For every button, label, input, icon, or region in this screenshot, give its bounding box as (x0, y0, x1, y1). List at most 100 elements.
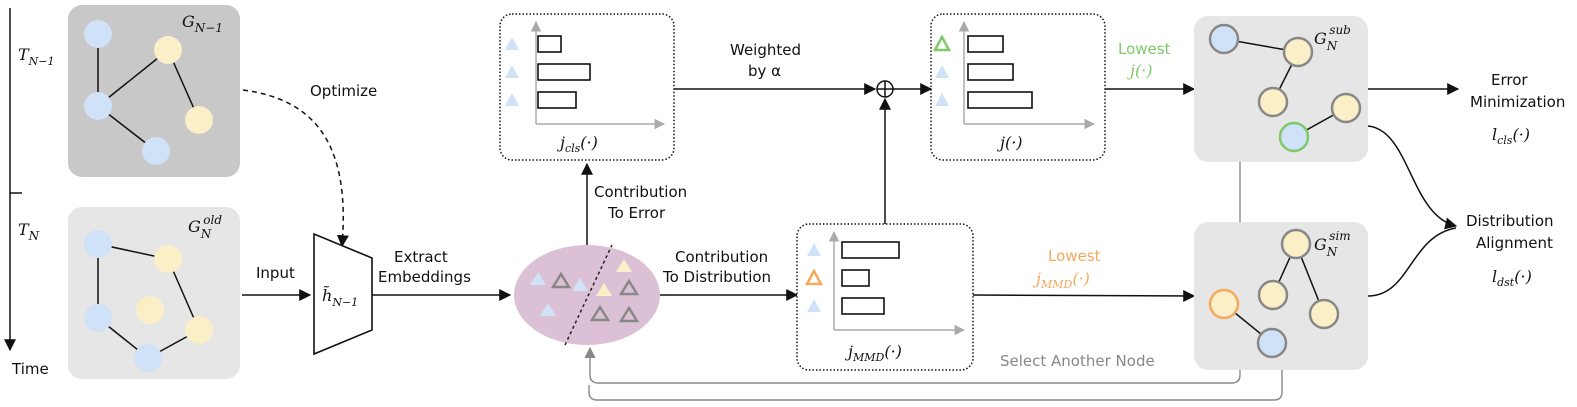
graph-node (142, 137, 170, 165)
triangle-icon (935, 93, 949, 106)
select-another-loop: Select Another Node (584, 162, 1283, 401)
time-prev-label: TN−1 (18, 45, 55, 68)
graph-node (154, 36, 182, 64)
bar (841, 297, 885, 315)
graph-node (136, 296, 164, 324)
triangle-icon (572, 278, 588, 291)
lowest-j-arrow: Lowest j(·) (1105, 40, 1196, 95)
time-axis: TN−1 TN Time (3, 8, 55, 378)
bar (967, 91, 1033, 109)
distribution-alignment: Distribution Alignment ldst(·) (1367, 125, 1554, 297)
triangle-icon (807, 299, 821, 312)
graph-node (1257, 279, 1289, 311)
triangle-icon (596, 283, 612, 296)
error-min-label-1: Error (1491, 71, 1528, 89)
graph-sub-label: GNsub (1314, 23, 1351, 53)
graph-node (1282, 36, 1314, 68)
graph-node (1257, 86, 1289, 118)
triangle-icon (550, 271, 572, 289)
graph-sim-label: GNsim (1314, 229, 1351, 259)
panel-j-cls: jcls(·) (499, 13, 675, 161)
optimize-label: Optimize (310, 82, 377, 100)
graph-node (84, 304, 112, 332)
graph-sub: GNsub (1194, 16, 1368, 162)
time-cur-label: TN (18, 220, 40, 243)
graph-node (134, 344, 162, 372)
graph-old-label: GNold (188, 213, 222, 241)
bar (841, 241, 900, 259)
triangle-icon (505, 37, 519, 50)
panel-j: j(·) (930, 13, 1106, 161)
panel-j-cls-label: jcls(·) (557, 133, 598, 155)
triangle-icon (807, 243, 821, 256)
contribution-dist-label-1: Contribution (675, 248, 768, 266)
bar (537, 63, 591, 81)
graph-node (1256, 327, 1288, 359)
panel-j-mmd-label: jMMD(·) (845, 342, 902, 364)
graph-node (1308, 298, 1340, 330)
contribution-error-arrow: Contribution To Error (581, 162, 687, 245)
lowest-mmd-fn: jMMD(·) (1033, 269, 1090, 291)
bar (841, 269, 870, 287)
triangle-icon (618, 305, 640, 323)
lowest-mmd-label: Lowest (1048, 247, 1101, 265)
contribution-error-label-1: Contribution (594, 183, 687, 201)
contribution-error-label-2: To Error (607, 204, 666, 222)
triangle-icon (505, 93, 519, 106)
graph-node (84, 230, 112, 258)
extract-label-2: Embeddings (378, 268, 471, 286)
graph-sim: GNsim (1194, 222, 1368, 370)
error-minimization: Error Minimization lcls(·) (1368, 71, 1565, 147)
triangle-icon (505, 65, 519, 78)
graph-prev: GN−1 (68, 5, 240, 177)
graph-node (1330, 92, 1362, 124)
contribution-dist-arrow: Contribution To Distribution (660, 248, 799, 301)
model-block: h̃N−1 (313, 232, 373, 356)
graph-old: GNold (68, 207, 240, 379)
triangle-icon (540, 303, 556, 316)
panel-j-mmd: jMMD(·) (796, 223, 974, 371)
triangle-icon (616, 259, 632, 272)
error-min-label-2: Minimization (1470, 93, 1565, 111)
graph-node (154, 245, 182, 273)
input-arrow: Input (242, 264, 312, 301)
triangle-icon (932, 34, 952, 52)
model-label: h̃N−1 (322, 286, 358, 309)
lowest-mmd-arrow: Lowest jMMD(·) (972, 247, 1196, 302)
time-label: Time (11, 360, 49, 378)
bar (967, 63, 1014, 81)
oplus-node (876, 80, 933, 224)
panel-j-label: j(·) (997, 133, 1023, 152)
embedding-ellipse (514, 244, 660, 346)
weighted-label-2: by α (748, 62, 781, 80)
graph-node (185, 106, 213, 134)
triangle-icon (618, 278, 640, 296)
triangle-icon (530, 272, 546, 285)
dist-align-label-2: Alignment (1476, 234, 1553, 252)
triangle-icon (935, 65, 949, 78)
dist-align-label-1: Distribution (1466, 212, 1554, 230)
bar (537, 91, 577, 109)
lowest-j-label: Lowest (1118, 40, 1171, 58)
extract-label-1: Extract (394, 248, 448, 266)
optimize-arrow: Optimize (242, 82, 377, 248)
weighted-label-1: Weighted (730, 41, 801, 59)
triangle-icon (804, 268, 824, 286)
select-another-label: Select Another Node (1000, 352, 1155, 370)
graph-node (1208, 23, 1240, 55)
lowest-j-fn: j(·) (1127, 61, 1153, 80)
loss-dst-label: ldst(·) (1492, 267, 1532, 289)
graph-node (1280, 228, 1312, 260)
graph-node (1278, 121, 1310, 153)
triangle-icon (589, 304, 611, 322)
graph-node (1208, 288, 1240, 320)
bar (537, 35, 562, 53)
extract-arrow: Extract Embeddings (372, 248, 512, 301)
weighted-arrow: Weighted by α (674, 41, 877, 95)
input-label: Input (256, 264, 295, 282)
bar (967, 35, 1004, 53)
contribution-dist-label-2: To Distribution (662, 268, 771, 286)
graph-prev-label: GN−1 (182, 12, 223, 35)
graph-node (84, 20, 112, 48)
